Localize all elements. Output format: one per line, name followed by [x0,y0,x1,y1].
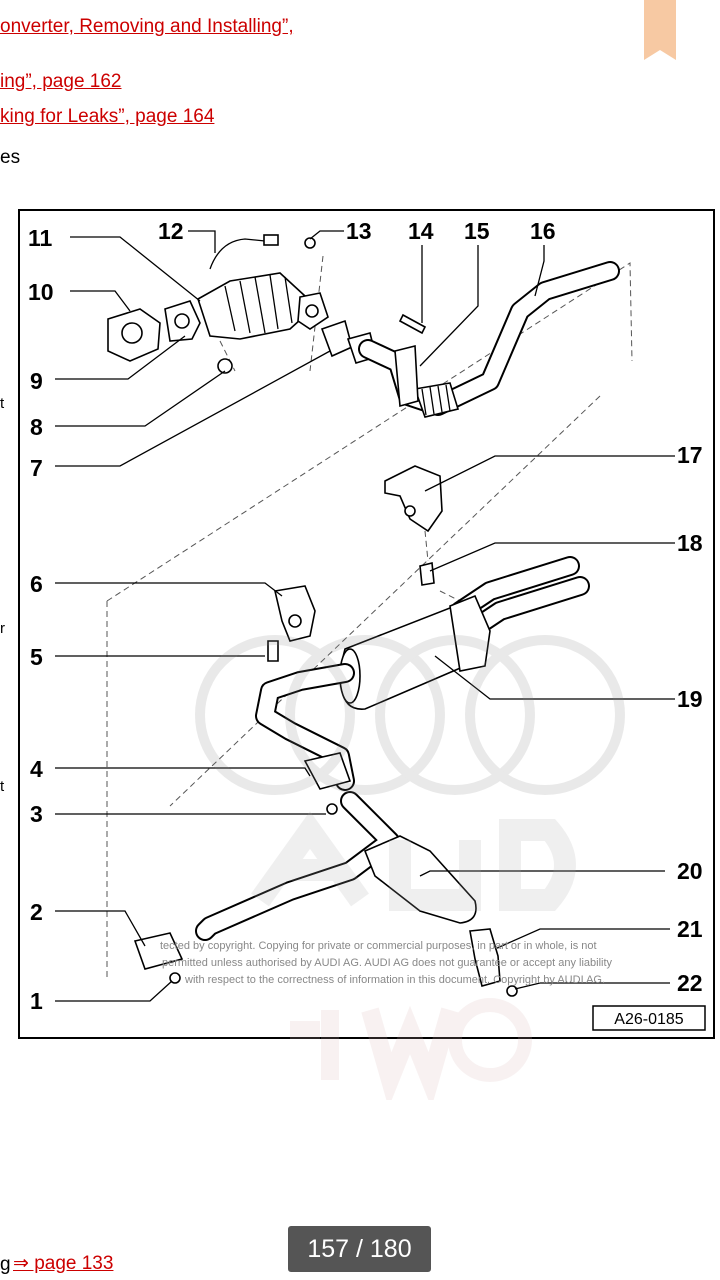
callout-12: 12 [158,218,184,244]
link-page-133[interactable]: ⇒ page 133 [13,1253,114,1274]
front-pipe-flange-drawing [107,234,329,374]
callout-15: 15 [464,218,490,244]
copyright-line-1: tected by copyright. Copying for private… [160,940,597,952]
callout-11: 11 [28,225,53,251]
callout-16: 16 [530,218,556,244]
intermediate-pipe-drawing [320,261,620,418]
bottom-fragment: g [0,1254,11,1275]
callout-6: 6 [30,571,43,597]
callout-9: 9 [30,368,43,394]
callout-5: 5 [30,644,43,670]
callout-8: 8 [30,414,43,440]
bookmark-icon[interactable] [644,0,676,67]
front-muffler-drawing [133,791,518,997]
text-fragment-es: es [0,147,21,168]
side-fragment-3: t [0,778,5,795]
exploded-view-figure: 1 2 3 4 5 6 7 8 9 10 11 12 13 14 15 16 1… [18,209,715,1039]
rear-muffler-drawing [339,556,590,710]
callout-13: 13 [346,218,372,244]
callout-17: 17 [677,442,703,468]
callout-14: 14 [408,218,434,244]
callout-21: 21 [677,916,703,942]
callout-20: 20 [677,858,703,884]
callout-3: 3 [30,801,43,827]
callout-22: 22 [677,970,703,996]
callout-2: 2 [30,899,43,925]
callout-4: 4 [30,756,43,782]
callout-1: 1 [30,988,43,1014]
callout-10: 10 [28,279,54,305]
logo-watermark [190,630,650,1108]
figure-id-box [592,1005,706,1031]
page-indicator: 157 / 180 [288,1226,431,1272]
figure-id: A26-0185 [614,1011,683,1028]
bracket-17-drawing [384,465,443,533]
callout-7: 7 [30,455,43,481]
link-page-162[interactable]: ing”, page 162 [0,71,122,92]
side-fragment-1: t [0,395,5,412]
callout-19: 19 [677,686,703,712]
side-fragment-2: r [0,620,5,637]
copyright-line-3: with respect to the correctness of infor… [184,974,605,986]
center-pipe-drawing [255,585,355,815]
link-converter-removing[interactable]: onverter, Removing and Installing”, [0,16,294,37]
copyright-line-2: permitted unless authorised by AUDI AG. … [162,957,613,969]
link-page-164[interactable]: king for Leaks”, page 164 [0,106,215,127]
callout-18: 18 [677,530,703,556]
